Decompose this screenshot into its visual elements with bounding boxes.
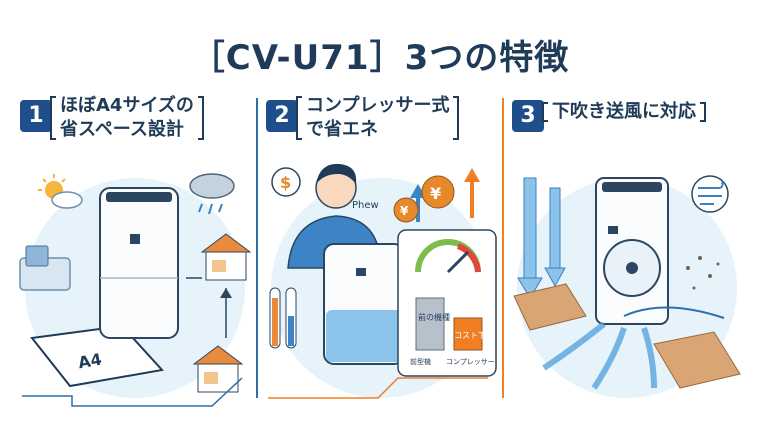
svg-text:¥: ¥ — [400, 204, 409, 218]
gauge-icon — [415, 239, 481, 274]
a4-paper-label: A4 — [77, 349, 103, 372]
page-title: ［CV-U71］3つの特徴 — [190, 38, 570, 78]
wind-icon — [691, 175, 729, 213]
sun-cloud-icon — [38, 174, 83, 209]
downward-airflow-illustration — [513, 175, 741, 398]
feature-number-badge: 3 — [512, 100, 544, 132]
chart-axis-label-2: コンプレッサー — [446, 358, 495, 366]
dollar-icon: $ — [271, 167, 301, 197]
chart-axis-label-1: 前型機 — [410, 357, 431, 366]
svg-text:$: $ — [280, 173, 291, 192]
chart-bar-label-previous: 前の機種 — [418, 312, 450, 322]
feature-number-badge: 2 — [266, 100, 298, 132]
compact-dehumidifier-illustration: A4 — [19, 173, 252, 407]
dehumidifier-icon — [99, 187, 179, 339]
feature-heading: コンプレッサー式 で省エネ — [296, 94, 460, 142]
panel-divider — [502, 98, 504, 398]
svg-text:¥: ¥ — [430, 184, 441, 203]
chart-bar-label-cost: コスト下型 — [454, 331, 494, 340]
feature-heading: 下吹き送風に対応 — [542, 100, 706, 124]
feature-panel-3: 3 下吹き送風に対応 — [504, 92, 750, 422]
speech-bubble-text: Phew — [352, 200, 379, 211]
yen-coin-icon: ¥ ¥ — [393, 175, 455, 223]
panel-divider — [256, 98, 258, 398]
feature-panel-1: 1 ほぼA4サイズの 省スペース設計 A4 — [12, 92, 258, 422]
energy-saving-illustration: $ Phew ¥ ¥ — [268, 163, 497, 399]
feature-panel-2: 2 コンプレッサー式 で省エネ $ Phew ¥ ¥ — [258, 92, 504, 422]
house-icon — [192, 233, 252, 393]
feature-number-badge: 1 — [20, 100, 52, 132]
rain-cloud-icon — [189, 173, 235, 215]
feature-heading: ほぼA4サイズの 省スペース設計 — [50, 94, 204, 142]
